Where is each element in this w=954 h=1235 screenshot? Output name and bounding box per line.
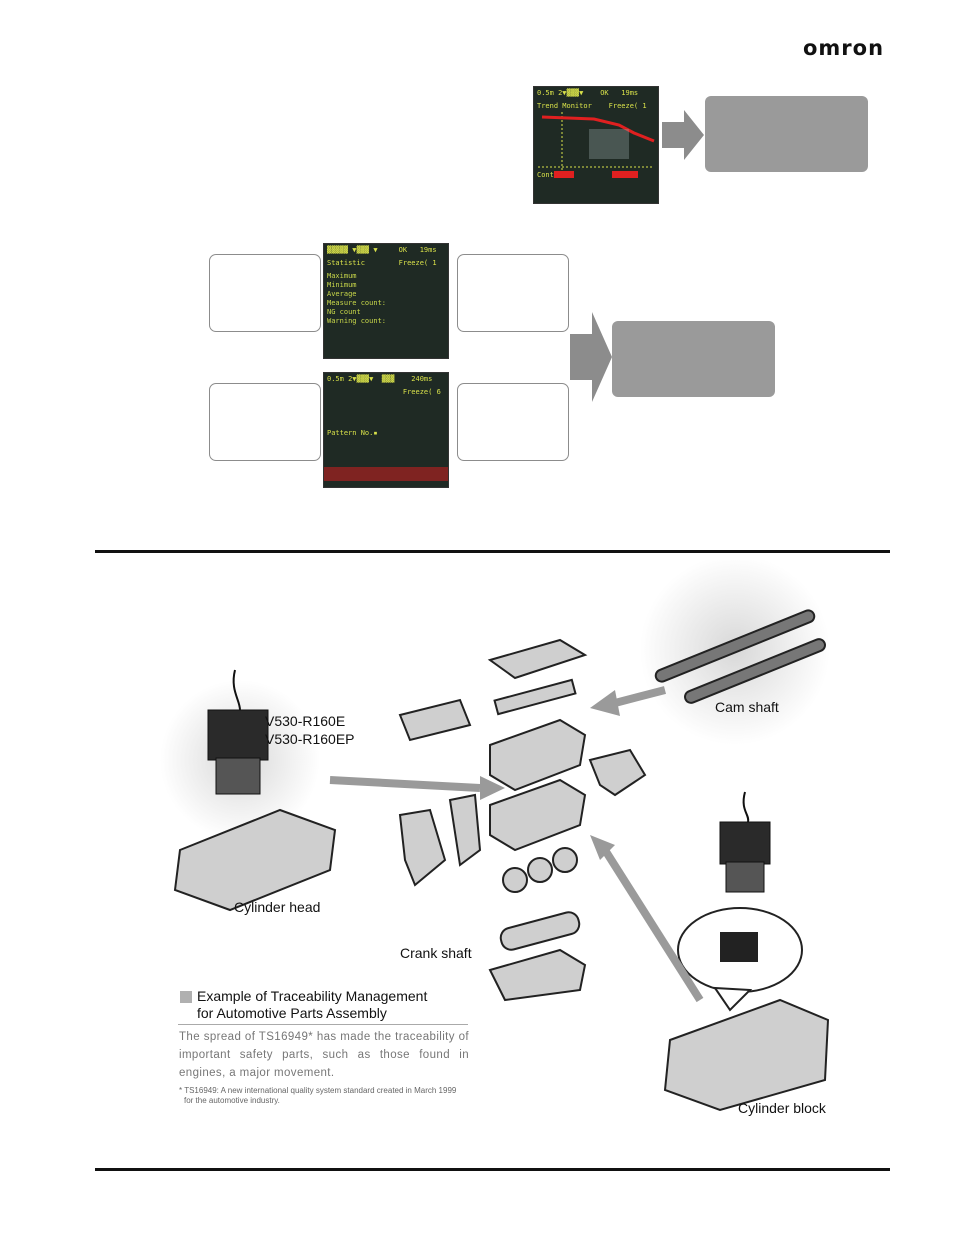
engine-assembly-illustration [160,560,830,1112]
caption-footnote-1: * TS16949: A new international quality s… [179,1086,457,1095]
statistic-screen-rows: Maximum Minimum Average Measure count: N… [327,272,387,325]
pattern-screen-line1: 0.5m 2▼▓▓▓▼ ▓▓▓ 240ms [327,375,433,383]
trend-screen-line3: Cont [537,171,554,179]
caption-rule [178,1024,468,1025]
trend-graph [538,112,655,178]
statistic-screen: ▓▓▓▓▓ ▼▓▓▓ ▼ OK 19ms Statistic Freeze( 1… [323,243,449,359]
crank-shaft-label: Crank shaft [400,945,472,961]
arrow-right-icon [662,110,704,160]
omron-logo: omron [803,36,885,60]
divider-top [95,550,890,553]
model-label-2: V530-R160EP [265,731,355,747]
model-label-1: V530-R160E [265,713,346,729]
caption-title-1: Example of Traceability Management [197,988,428,1004]
cam-shaft-label: Cam shaft [715,699,779,715]
caption-footnote-2: for the automotive industry. [184,1096,280,1105]
pattern-right-box [457,383,569,461]
statistic-screen-line2: Statistic Freeze( 1 [327,259,437,267]
trend-screen-line2: Trend Monitor Freeze( 1 [537,102,647,110]
caption-title-2: for Automotive Parts Assembly [197,1005,387,1021]
caption-body: The spread of TS16949* has made the trac… [179,1031,469,1079]
statistic-description-box [612,321,775,397]
pattern-left-box [209,383,321,461]
trend-screen-line1: 0.5m 2▼▓▓▓▼ OK 19ms [537,89,639,97]
pattern-screen: 0.5m 2▼▓▓▓▼ ▓▓▓ 240ms Freeze( 6 Pattern … [323,372,449,488]
divider-bottom [95,1168,890,1171]
cylinder-head-label: Cylinder head [234,899,321,915]
trend-description-box [705,96,868,172]
statistic-right-box [457,254,569,332]
statistic-left-box [209,254,321,332]
cylinder-block-label: Cylinder block [738,1100,826,1116]
datamatrix-code [720,932,758,962]
statistic-screen-line1: ▓▓▓▓▓ ▼▓▓▓ ▼ OK 19ms [327,246,437,254]
pattern-screen-line3: Pattern No.▪ [327,429,378,437]
trend-monitor-screen: 0.5m 2▼▓▓▓▼ OK 19ms Trend Monitor Freeze… [533,86,659,204]
large-arrow-right-icon [570,312,612,402]
pattern-error-bar [324,467,448,481]
caption-bullet [180,991,192,1003]
pattern-screen-line2: Freeze( 6 [327,388,441,396]
